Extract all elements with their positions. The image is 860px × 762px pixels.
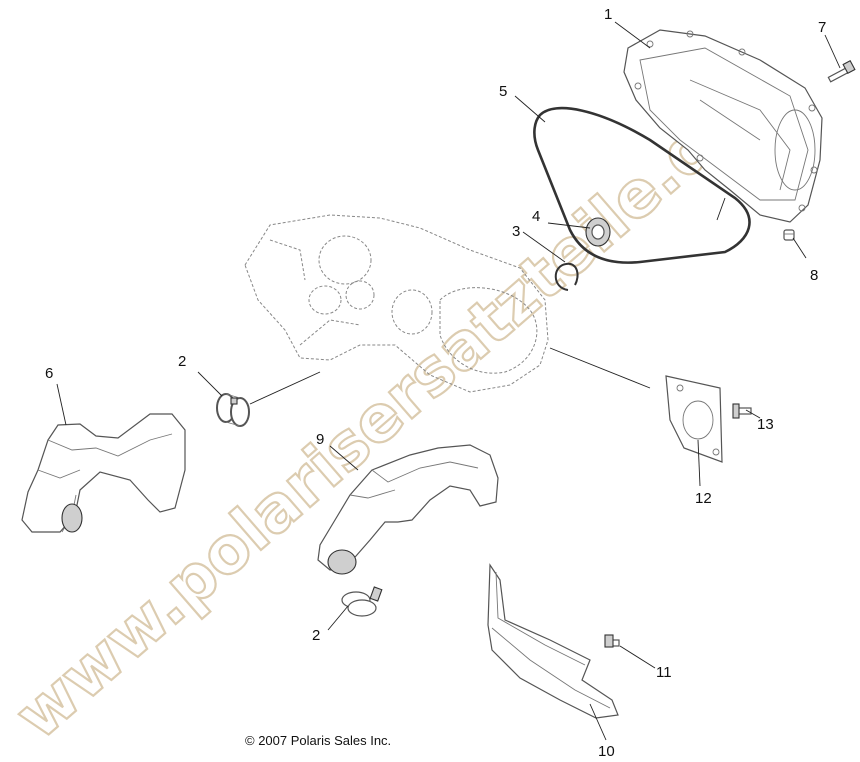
callout-4: 4 [532,208,540,225]
callout-8: 8 [810,267,818,284]
callout-11: 11 [656,664,672,681]
callout-9: 9 [316,431,324,448]
part-12-gasket [665,375,723,463]
part-4-bearing [585,217,611,247]
callout-12: 12 [695,490,712,507]
watermark-text: www.polarisersatzteile.de [2,80,762,755]
part-5-seal [533,106,751,264]
part-11-bolt [604,634,620,648]
callout-13: 13 [757,416,774,433]
part-1-clutch-cover [623,29,823,223]
part-6-intake-duct [21,413,186,533]
callout-2-lower: 2 [312,627,320,644]
leader-lines [56,21,841,741]
transmission-housing [244,214,549,393]
callout-1: 1 [604,6,612,23]
callout-3: 3 [512,223,520,240]
part-2-hose-clamp-lower [341,586,383,617]
part-3-retaining-ring [554,262,579,291]
callouts: 1 2 2 3 4 5 6 7 8 9 10 11 12 13 [45,6,826,760]
part-13-bolt [732,403,752,419]
part-10-heat-shield [487,563,619,719]
part-2-hose-clamp-upper [216,393,250,427]
part-7-bolt [827,59,856,83]
copyright-notice: © 2007 Polaris Sales Inc. [245,733,391,748]
callout-2-upper: 2 [178,353,186,370]
callout-5: 5 [499,83,507,100]
callout-7: 7 [818,19,826,36]
callout-6: 6 [45,365,53,382]
part-8-plug [783,229,795,241]
callout-10: 10 [598,743,615,760]
part-9-intake-duct [317,444,499,575]
